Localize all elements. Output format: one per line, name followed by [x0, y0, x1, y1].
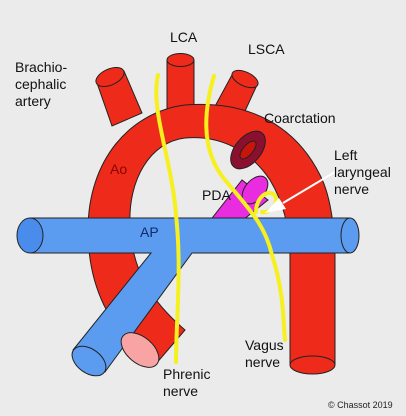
left-carotid-artery-opening [166, 53, 195, 67]
left-carotid-artery [166, 53, 195, 111]
label-brachiocephalic-line3: artery [15, 93, 51, 109]
label-coarctation: Coarctation [264, 110, 336, 126]
label-brachiocephalic-line2: cephalic [15, 76, 67, 92]
label-lca: LCA [170, 29, 198, 45]
left-subclavian-artery-opening [231, 69, 259, 89]
label-pda: PDA [202, 187, 231, 203]
left-carotid-artery-shaft [166, 59, 195, 111]
brachiocephalic-artery [95, 66, 143, 127]
label-phrenic-line2: nerve [163, 383, 199, 399]
pulmonary-artery [16, 217, 360, 377]
brachiocephalic-artery-opening [95, 66, 125, 88]
laryngeal-pointer-arrow [265, 171, 336, 213]
label-left-laryngeal-line3: nerve [334, 181, 370, 197]
pulmonary-artery-right-end [340, 217, 360, 254]
label-lsca: LSCA [248, 41, 285, 57]
arrow-head [265, 198, 286, 213]
label-ap: AP [140, 224, 159, 240]
descending-aorta-end [289, 355, 336, 375]
phrenic-nerve [154, 73, 181, 364]
copyright-notice: © Chassot 2019 [328, 400, 393, 410]
pulmonary-artery-trunk-end [71, 345, 107, 377]
label-brachiocephalic-line1: Brachio- [15, 59, 68, 75]
label-left-laryngeal-line2: laryngeal [334, 164, 391, 180]
arrow-shaft [282, 171, 336, 204]
label-phrenic-line1: Phrenic [163, 366, 211, 382]
label-left-laryngeal-line1: Left [334, 147, 358, 163]
coarctation-ring [230, 130, 266, 170]
ascending-aorta-end [120, 332, 160, 368]
label-vagus-line2: nerve [245, 354, 281, 370]
vagus-nerve [204, 74, 287, 342]
label-vagus-line1: Vagus [245, 337, 284, 353]
label-ao: Ao [110, 161, 128, 177]
coarctation-ring-inner [239, 140, 257, 160]
pulmonary-artery-left-end [16, 217, 44, 254]
